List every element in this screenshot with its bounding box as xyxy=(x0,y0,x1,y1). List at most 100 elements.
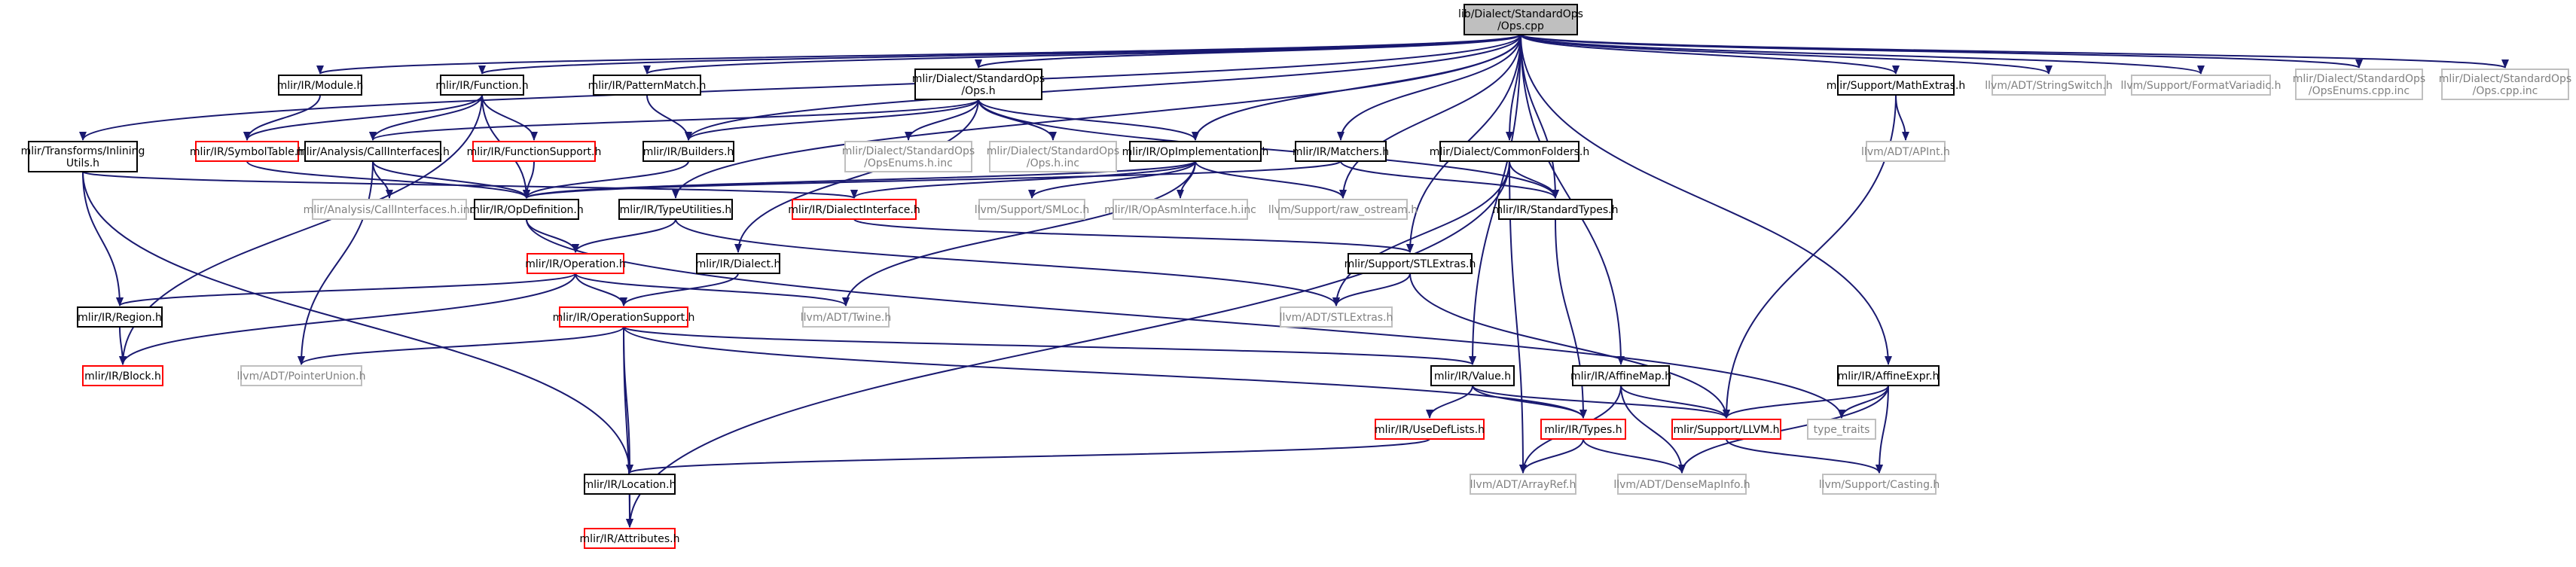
node-mathextras[interactable]: mlir/Support/MathExtras.h xyxy=(1827,75,1966,96)
node-box xyxy=(1866,141,1946,162)
node-label: mlir/Dialect/StandardOps xyxy=(842,145,975,157)
node-label: mlir/Dialect/CommonFolders.h xyxy=(1430,146,1589,158)
node-box xyxy=(914,69,1042,100)
edge-affineexpr-to-llvm_h xyxy=(1723,385,1889,419)
node-box xyxy=(1498,199,1613,220)
node-box xyxy=(1348,253,1473,274)
node-attributes[interactable]: mlir/IR/Attributes.h xyxy=(580,528,680,549)
edge-operationsupport-to-value xyxy=(623,326,1476,365)
node-label: mlir/IR/FunctionSupport.h xyxy=(467,146,602,158)
node-types[interactable]: mlir/IR/Types.h xyxy=(1540,419,1626,440)
edge-affinemap-to-llvm_h xyxy=(1620,385,1730,419)
node-label: mlir/IR/OpAsmInterface.h.inc xyxy=(1104,204,1256,216)
edge-commonfolders-to-attributes xyxy=(626,160,1510,528)
node-box xyxy=(195,141,299,162)
node-casting: llvm/Support/Casting.h xyxy=(1819,474,1940,495)
edge-std_ops_h-to-dialect xyxy=(734,99,979,253)
node-usedeflists[interactable]: mlir/IR/UseDefLists.h xyxy=(1375,419,1485,440)
node-label: /Ops.h xyxy=(961,85,995,97)
edge-ops_cpp-to-value xyxy=(1469,34,1521,365)
node-label: mlir/Transforms/Inlining xyxy=(21,145,145,157)
node-typeutilities[interactable]: mlir/IR/TypeUtilities.h xyxy=(618,199,733,220)
edge-callinterfaces-to-pointerunion xyxy=(298,160,374,365)
node-region[interactable]: mlir/IR/Region.h xyxy=(77,306,163,328)
edge-std_ops_h-to-opsenums_h_inc xyxy=(905,99,979,141)
node-matchers[interactable]: mlir/IR/Matchers.h xyxy=(1293,141,1389,162)
edge-callinterfaces-to-opdefinition xyxy=(372,160,530,199)
node-function[interactable]: mlir/IR/Function.h xyxy=(435,75,529,96)
node-box xyxy=(559,306,688,328)
node-box xyxy=(82,365,163,386)
node-label: /Ops.cpp.inc xyxy=(2473,85,2538,97)
node-label: mlir/Support/MathExtras.h xyxy=(1827,80,1966,92)
edge-value-to-types xyxy=(1472,385,1587,419)
node-operationsupport[interactable]: mlir/IR/OperationSupport.h xyxy=(553,306,695,328)
node-label: /Ops.h.inc xyxy=(1027,157,1079,169)
node-dialect[interactable]: mlir/IR/Dialect.h xyxy=(696,253,781,274)
node-box xyxy=(989,141,1117,172)
edge-function-to-callinterfaces xyxy=(369,94,483,141)
node-label: llvm/Support/SMLoc.h xyxy=(975,204,1090,216)
node-functionsupport[interactable]: mlir/IR/FunctionSupport.h xyxy=(467,141,602,162)
node-label: lib/Dialect/StandardOps xyxy=(1458,8,1583,20)
node-llvm-h[interactable]: mlir/Support/LLVM.h xyxy=(1671,419,1781,440)
node-box xyxy=(1439,141,1579,162)
node-smloc: llvm/Support/SMLoc.h xyxy=(975,199,1090,220)
node-operation[interactable]: mlir/IR/Operation.h xyxy=(525,253,626,274)
edge-region-to-block xyxy=(118,326,127,365)
node-stringswitch: llvm/ADT/StringSwitch.h xyxy=(1985,75,2113,96)
edge-typeutilities-to-stlextras_llvm xyxy=(675,218,1340,306)
node-ops-cpp[interactable]: lib/Dialect/StandardOps/Ops.cpp xyxy=(1458,4,1583,35)
node-label: llvm/ADT/STLExtras.h xyxy=(1280,312,1393,324)
node-label: mlir/IR/OperationSupport.h xyxy=(553,312,695,324)
node-label: mlir/IR/Module.h xyxy=(277,80,364,92)
edge-value-to-usedeflists xyxy=(1426,385,1473,419)
edge-value-to-llvm_h xyxy=(1472,385,1730,419)
node-densemapinfo: llvm/ADT/DenseMapInfo.h xyxy=(1613,474,1750,495)
node-patternmatch[interactable]: mlir/IR/PatternMatch.h xyxy=(588,75,707,96)
node-commonfolders[interactable]: mlir/Dialect/CommonFolders.h xyxy=(1430,141,1589,162)
node-location[interactable]: mlir/IR/Location.h xyxy=(584,474,676,495)
edge-operation-to-region xyxy=(116,273,576,306)
node-module[interactable]: mlir/IR/Module.h xyxy=(277,75,364,96)
node-pointerunion: llvm/ADT/PointerUnion.h xyxy=(237,365,365,386)
node-callinterfaces[interactable]: mlir/Analysis/CallInterfaces.h xyxy=(296,141,450,162)
node-block[interactable]: mlir/IR/Block.h xyxy=(82,365,163,386)
node-stlextras-support[interactable]: mlir/Support/STLExtras.h xyxy=(1344,253,1476,274)
node-opimplementation[interactable]: mlir/IR/OpImplementation.h xyxy=(1122,141,1269,162)
edge-ops_cpp-to-formatvariadic xyxy=(1520,34,2205,75)
edge-ops_cpp-to-builders xyxy=(685,34,1521,141)
node-opdefinition[interactable]: mlir/IR/OpDefinition.h xyxy=(469,199,584,220)
node-box xyxy=(792,199,917,220)
node-affineexpr[interactable]: mlir/IR/AffineExpr.h xyxy=(1837,365,1940,386)
node-label: mlir/Dialect/StandardOps xyxy=(912,73,1045,85)
node-box xyxy=(1295,141,1387,162)
node-builders[interactable]: mlir/IR/Builders.h xyxy=(642,141,734,162)
node-value[interactable]: mlir/IR/Value.h xyxy=(1430,365,1515,386)
node-arrayref: llvm/ADT/ArrayRef.h xyxy=(1470,474,1576,495)
edge-ops_cpp-to-matchers xyxy=(1337,34,1521,141)
edge-ops_cpp-to-raw_ostream xyxy=(1339,34,1521,199)
node-box xyxy=(1837,365,1940,386)
edge-standardtypes-to-types xyxy=(1555,218,1587,419)
node-dialectinterface[interactable]: mlir/IR/DialectInterface.h xyxy=(788,199,920,220)
edge-opdefinition-to-type_traits xyxy=(526,218,1845,419)
node-box xyxy=(28,141,138,172)
node-label: mlir/IR/Types.h xyxy=(1544,424,1622,436)
node-box xyxy=(1463,4,1578,35)
node-standardtypes[interactable]: mlir/IR/StandardTypes.h xyxy=(1493,199,1619,220)
node-label: llvm/Support/Casting.h xyxy=(1819,479,1940,491)
node-affinemap[interactable]: mlir/IR/AffineMap.h xyxy=(1570,365,1671,386)
node-label: mlir/IR/Operation.h xyxy=(525,258,625,270)
node-std-ops-h[interactable]: mlir/Dialect/StandardOps/Ops.h xyxy=(912,69,1045,100)
node-box xyxy=(472,141,596,162)
node-box xyxy=(1807,419,1876,440)
edge-ops_cpp-to-function xyxy=(478,34,1521,75)
node-label: mlir/IR/UseDefLists.h xyxy=(1375,424,1485,436)
node-label: mlir/Support/STLExtras.h xyxy=(1344,258,1476,270)
edge-stlextras_support-to-stlextras_llvm xyxy=(1332,273,1411,306)
node-symboltable[interactable]: mlir/IR/SymbolTable.h xyxy=(190,141,304,162)
node-label: mlir/IR/Attributes.h xyxy=(580,533,680,545)
node-box xyxy=(1671,419,1781,440)
